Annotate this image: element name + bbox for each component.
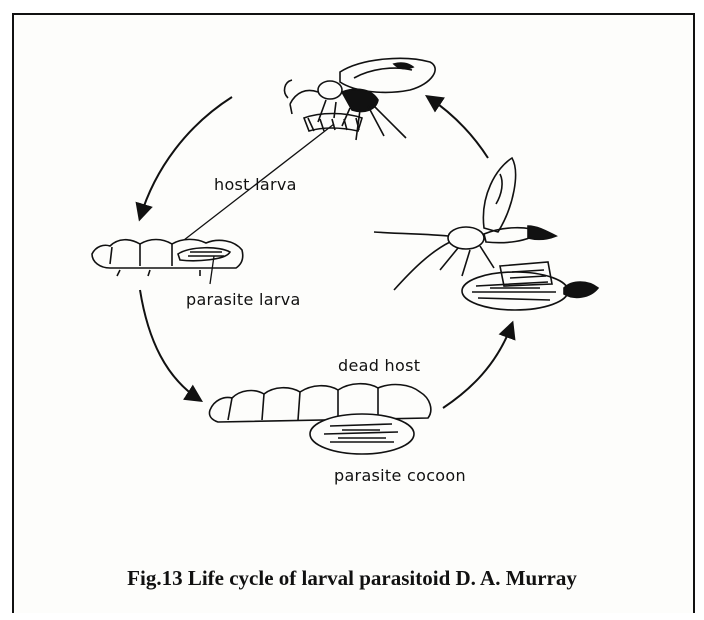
label-dead-host: dead host: [338, 356, 420, 375]
host-larva-with-parasite: [92, 239, 243, 276]
label-parasite-larva: parasite larva: [186, 290, 301, 309]
adult-wasp-ovipositing: [285, 58, 436, 140]
arrow-adult-to-host: [140, 97, 232, 218]
arrow-cocoon-to-emerging: [443, 324, 512, 408]
figure-caption: Fig.13 Life cycle of larval parasitoid D…: [0, 566, 704, 591]
label-host-larva: host larva: [214, 175, 297, 194]
label-parasite-cocoon: parasite cocoon: [334, 466, 466, 485]
dead-host-with-cocoon: [209, 384, 430, 454]
arrow-emerging-to-adult: [428, 97, 488, 158]
emerging-wasp-from-cocoon: [374, 158, 598, 310]
